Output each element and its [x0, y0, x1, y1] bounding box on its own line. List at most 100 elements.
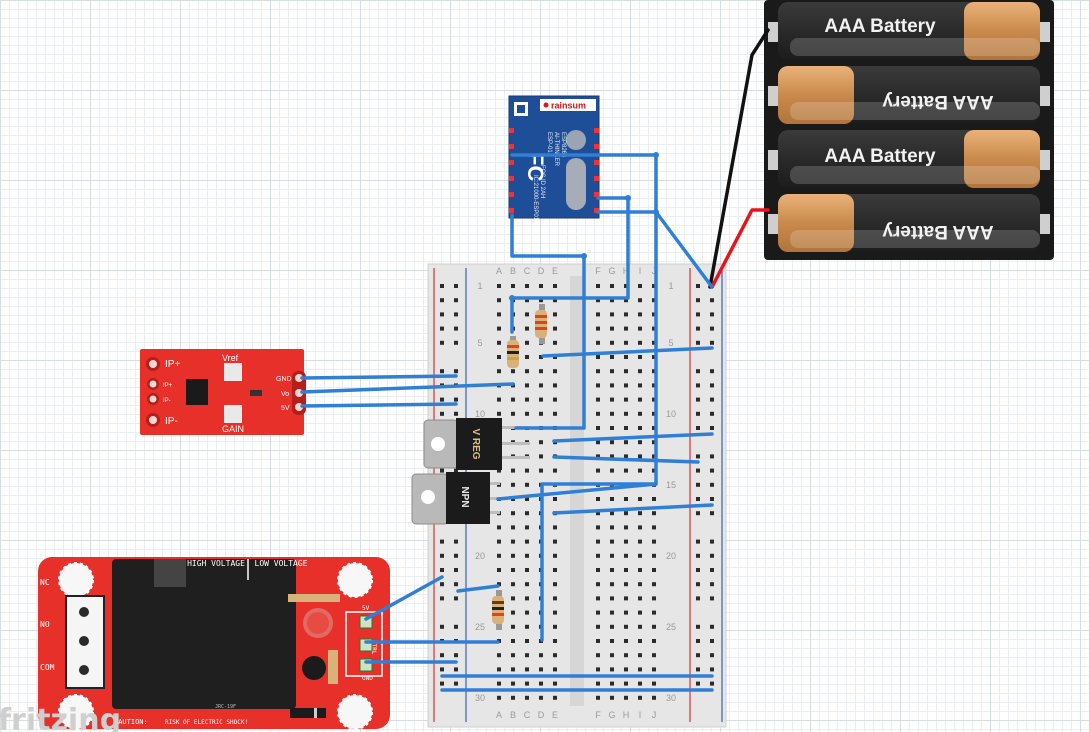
- breadboard-hole[interactable]: [497, 326, 501, 331]
- breadboard-hole[interactable]: [638, 355, 642, 359]
- breadboard-hole[interactable]: [652, 397, 656, 402]
- breadboard-hole[interactable]: [624, 312, 628, 317]
- breadboard-hole[interactable]: [553, 667, 557, 672]
- breadboard-hole[interactable]: [610, 411, 614, 416]
- breadboard-hole[interactable]: [539, 369, 543, 374]
- breadboard-hole[interactable]: [440, 568, 444, 572]
- breadboard-hole[interactable]: [696, 568, 700, 572]
- breadboard-hole[interactable]: [539, 355, 543, 359]
- breadboard-hole[interactable]: [610, 596, 614, 601]
- breadboard-hole[interactable]: [638, 639, 642, 643]
- breadboard-hole[interactable]: [539, 383, 543, 388]
- breadboard-hole[interactable]: [440, 468, 444, 473]
- breadboard-hole[interactable]: [652, 639, 656, 643]
- breadboard-hole[interactable]: [553, 681, 557, 686]
- breadboard-hole[interactable]: [624, 468, 628, 473]
- breadboard-hole[interactable]: [454, 397, 458, 402]
- breadboard-hole[interactable]: [652, 326, 656, 331]
- breadboard-hole[interactable]: [696, 624, 700, 629]
- breadboard-hole[interactable]: [553, 340, 557, 345]
- breadboard-hole[interactable]: [696, 539, 700, 544]
- breadboard-hole[interactable]: [440, 411, 444, 416]
- breadboard-hole[interactable]: [696, 497, 700, 501]
- breadboard-hole[interactable]: [624, 426, 628, 430]
- breadboard-hole[interactable]: [638, 440, 642, 445]
- breadboard-hole[interactable]: [610, 624, 614, 629]
- breadboard-hole[interactable]: [652, 411, 656, 416]
- breadboard-hole[interactable]: [497, 312, 501, 317]
- breadboard-hole[interactable]: [652, 383, 656, 388]
- breadboard-hole[interactable]: [511, 582, 515, 587]
- breadboard-hole[interactable]: [440, 596, 444, 601]
- breadboard-hole[interactable]: [696, 553, 700, 558]
- breadboard-hole[interactable]: [511, 653, 515, 658]
- breadboard-hole[interactable]: [638, 468, 642, 473]
- breadboard-hole[interactable]: [497, 369, 501, 374]
- breadboard-hole[interactable]: [497, 568, 501, 572]
- breadboard-hole[interactable]: [624, 284, 628, 288]
- breadboard-hole[interactable]: [454, 312, 458, 317]
- breadboard-hole[interactable]: [652, 440, 656, 445]
- breadboard-hole[interactable]: [525, 525, 529, 530]
- breadboard-hole[interactable]: [525, 355, 529, 359]
- breadboard-hole[interactable]: [610, 383, 614, 388]
- breadboard-hole[interactable]: [454, 539, 458, 544]
- breadboard-hole[interactable]: [696, 369, 700, 374]
- breadboard-hole[interactable]: [624, 624, 628, 629]
- breadboard-hole[interactable]: [525, 553, 529, 558]
- relay-module[interactable]: NC NO COM HIGH VOLTAGE LOW VOLTAGE JRC-1…: [38, 557, 390, 730]
- breadboard-hole[interactable]: [610, 582, 614, 587]
- breadboard-hole[interactable]: [624, 326, 628, 331]
- breadboard-hole[interactable]: [596, 667, 600, 672]
- breadboard-hole[interactable]: [610, 653, 614, 658]
- breadboard-hole[interactable]: [525, 284, 529, 288]
- breadboard-hole[interactable]: [553, 312, 557, 317]
- breadboard-hole[interactable]: [610, 468, 614, 473]
- breadboard-hole[interactable]: [610, 326, 614, 331]
- breadboard-hole[interactable]: [553, 411, 557, 416]
- breadboard-hole[interactable]: [652, 284, 656, 288]
- breadboard-hole[interactable]: [710, 482, 714, 487]
- breadboard-hole[interactable]: [696, 298, 700, 303]
- breadboard-hole[interactable]: [652, 468, 656, 473]
- breadboard-hole[interactable]: [553, 525, 557, 530]
- breadboard-hole[interactable]: [497, 553, 501, 558]
- breadboard-hole[interactable]: [553, 568, 557, 572]
- breadboard-hole[interactable]: [511, 482, 515, 487]
- breadboard-hole[interactable]: [440, 553, 444, 558]
- breadboard-hole[interactable]: [454, 596, 458, 601]
- breadboard-hole[interactable]: [440, 624, 444, 629]
- breadboard-hole[interactable]: [710, 639, 714, 643]
- breadboard-hole[interactable]: [610, 667, 614, 672]
- breadboard-hole[interactable]: [696, 340, 700, 345]
- breadboard-hole[interactable]: [553, 397, 557, 402]
- npn-transistor[interactable]: NPN: [411, 472, 500, 525]
- breadboard-hole[interactable]: [454, 298, 458, 303]
- breadboard-hole[interactable]: [638, 454, 642, 459]
- breadboard-hole[interactable]: [539, 667, 543, 672]
- breadboard-hole[interactable]: [539, 411, 543, 416]
- breadboard-hole[interactable]: [710, 369, 714, 374]
- breadboard-hole[interactable]: [454, 284, 458, 288]
- breadboard-hole[interactable]: [596, 340, 600, 345]
- breadboard-hole[interactable]: [652, 653, 656, 658]
- battery-pack[interactable]: AAA Battery AAA Battery AAA Battery AAA …: [764, 0, 1054, 260]
- breadboard-hole[interactable]: [624, 525, 628, 530]
- breadboard-hole[interactable]: [553, 284, 557, 288]
- breadboard-hole[interactable]: [696, 426, 700, 430]
- breadboard-hole[interactable]: [610, 440, 614, 445]
- breadboard-hole[interactable]: [539, 454, 543, 459]
- breadboard-hole[interactable]: [710, 667, 714, 672]
- breadboard-hole[interactable]: [638, 383, 642, 388]
- breadboard-hole[interactable]: [710, 553, 714, 558]
- breadboard-hole[interactable]: [454, 624, 458, 629]
- breadboard-hole[interactable]: [610, 298, 614, 303]
- voltage-regulator[interactable]: V REG: [423, 418, 530, 470]
- breadboard-hole[interactable]: [511, 411, 515, 416]
- breadboard-hole[interactable]: [710, 312, 714, 317]
- breadboard-hole[interactable]: [638, 411, 642, 416]
- resistor-2[interactable]: [535, 304, 547, 344]
- breadboard-hole[interactable]: [652, 369, 656, 374]
- breadboard-hole[interactable]: [553, 653, 557, 658]
- breadboard-hole[interactable]: [638, 397, 642, 402]
